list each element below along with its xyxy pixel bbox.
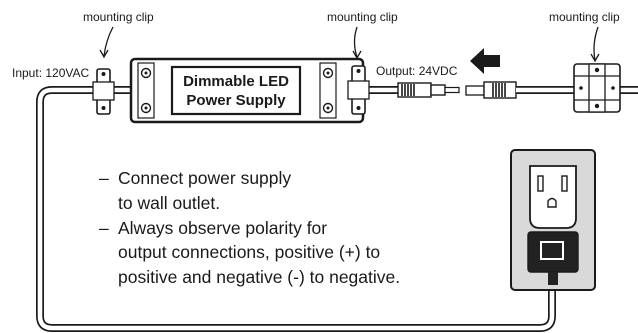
note-2-line-3: positive and negative (-) to negative. [118,267,400,287]
output-label: Output: 24VDC [376,64,458,78]
input-label: Input: 120VAC [12,66,89,80]
note-1-line-1: Connect power supply [118,168,291,188]
input-cable [36,86,556,332]
mounting-clip-label-right: mounting clip [549,10,620,24]
leader-arrow-mid [352,26,362,60]
note-1-dash: – [99,168,109,188]
note-2-line-2: output connections, positive (+) to [118,242,380,262]
mounting-clip-label-mid: mounting clip [327,10,398,24]
note-2-line-1: Always observe polarity for [118,218,327,238]
female-connector [465,81,517,99]
mounting-clip-label-left: mounting clip [83,10,154,24]
instruction-notes: – Connect power supply to wall outlet. –… [99,168,400,287]
leader-arrow-left [99,26,114,59]
arrow-left-icon [470,48,500,74]
plug-icon [397,82,460,98]
leader-arrow-right [590,26,600,63]
mounting-clip-right [573,63,621,113]
psu-label-line1: Dimmable LED [183,73,289,90]
note-1-line-2: to wall outlet. [118,193,220,213]
wall-outlet-icon [510,149,596,291]
mounting-clip-left [92,68,115,115]
power-supply: Dimmable LED Power Supply [129,57,365,124]
note-2-dash: – [99,218,109,238]
mounting-clip-mid [347,65,370,115]
psu-label-line2: Power Supply [186,92,286,109]
